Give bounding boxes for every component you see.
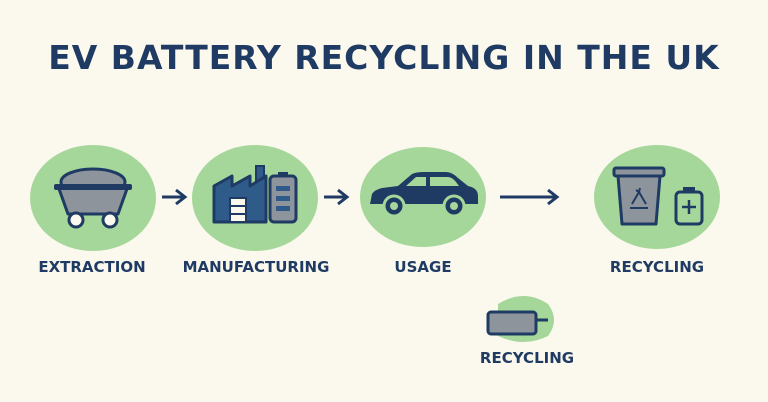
stage-label-recycling: RECYCLING [609, 258, 705, 276]
page-title: EV BATTERY RECYCLING IN THE UK [48, 38, 720, 77]
factory-icon [212, 165, 298, 224]
arrow-icon [324, 188, 350, 206]
mine-cart-icon [54, 167, 132, 229]
arrow-icon [500, 188, 560, 206]
stage-label-usage: USAGE [394, 258, 452, 276]
recycling-bin-battery-icon [612, 166, 704, 226]
car-icon [370, 172, 478, 218]
arrow-icon [162, 188, 188, 206]
battery-pack-icon [486, 296, 554, 342]
stage-label-extraction: EXTRACTION [38, 258, 146, 276]
extra-recycling-label: RECYCLING [479, 349, 575, 367]
stage-label-manufacturing: MANUFACTURING [182, 258, 330, 276]
